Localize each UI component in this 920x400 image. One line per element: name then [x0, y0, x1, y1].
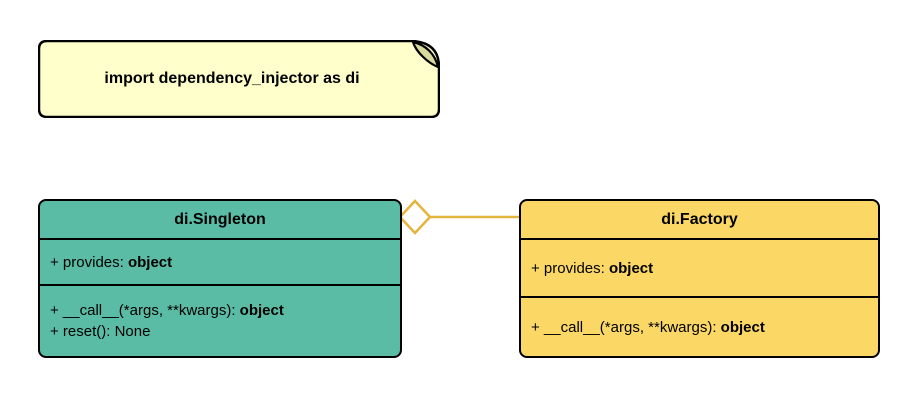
attribute-item: + provides: object [531, 258, 868, 279]
class-di-factory: di.Factory + provides: object + __call__… [519, 199, 880, 358]
method-text: + __call__(*args, **kwargs): [531, 318, 721, 336]
attribute-text: + provides: [531, 259, 609, 277]
class-attributes-section: + provides: object [521, 238, 878, 296]
method-item: + __call__(*args, **kwargs): object [50, 300, 390, 321]
class-title: di.Factory [661, 210, 738, 228]
note-fold-icon [411, 40, 440, 69]
class-attributes-section: + provides: object [40, 238, 400, 284]
class-methods-section: + __call__(*args, **kwargs): object [521, 296, 878, 356]
method-item: + __call__(*args, **kwargs): object [531, 317, 868, 338]
method-item: + reset(): None [50, 321, 390, 342]
class-title: di.Singleton [174, 210, 266, 228]
method-text: + reset(): None [50, 323, 151, 340]
attribute-text: + provides: [50, 253, 128, 271]
attribute-type: object [608, 259, 654, 277]
class-di-singleton: di.Singleton + provides: object + __call… [38, 199, 402, 358]
aggregation-diamond-icon [398, 199, 432, 235]
attribute-item: + provides: object [50, 252, 390, 273]
aggregation-connector [398, 199, 523, 235]
attribute-type: object [127, 253, 173, 271]
uml-note: import dependency_injector as di [38, 40, 440, 118]
method-return-type: object [720, 318, 765, 336]
note-shape [38, 40, 440, 118]
note-body [38, 40, 440, 118]
method-text: + __call__(*args, **kwargs): [50, 302, 240, 319]
note-text: import dependency_injector as di [104, 70, 360, 87]
method-return-type: object [239, 302, 284, 319]
class-methods-section: + __call__(*args, **kwargs): object + re… [40, 284, 400, 356]
